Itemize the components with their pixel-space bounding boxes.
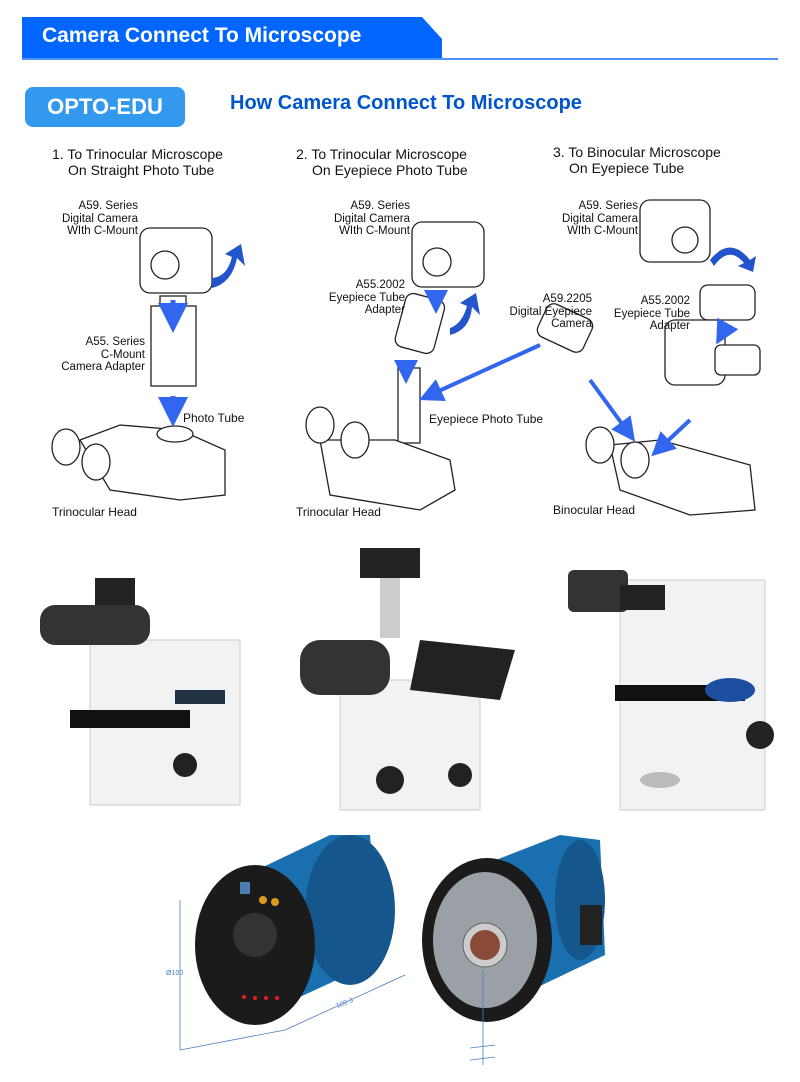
title-line: 1. To Trinocular Microscope (52, 146, 223, 162)
page-title: How Camera Connect To Microscope (230, 92, 582, 114)
arrows (158, 290, 739, 457)
title-line: 2. To Trinocular Microscope (296, 146, 467, 162)
title-line: On Straight Photo Tube (68, 162, 215, 178)
label-line: A55. Series (85, 336, 145, 348)
label-line: Digital Camera (333, 212, 410, 225)
label-line: Adapter (649, 320, 690, 332)
section-header-tab: Camera Connect To Microscope (22, 17, 442, 58)
label-line: Digital Camera (561, 212, 638, 225)
trinocular-head-drawing (51, 424, 226, 501)
label-line: Digital Eyepiece (509, 305, 592, 318)
label-line: WIth C-Mount (339, 225, 410, 237)
photo-tube-label: Photo Tube (183, 411, 245, 425)
label-line: A59. Series (350, 200, 410, 212)
label-line: A59. Series (78, 200, 138, 212)
label-line: Camera Adapter (61, 361, 145, 373)
camera-front-view (422, 835, 605, 1065)
camera-with-adapter-drawing (664, 319, 761, 386)
col3-head-label: Binocular Head (553, 503, 636, 517)
diameter-dimension: Ø100 (166, 970, 184, 977)
label-line: A55.2002 (640, 295, 690, 307)
camera-drawing (139, 227, 213, 294)
microscope-photo-2 (300, 548, 515, 811)
section-title: Camera Connect To Microscope (42, 24, 362, 47)
title-line: On Eyepiece Photo Tube (312, 162, 468, 178)
col1-head-label: Trinocular Head (52, 505, 137, 519)
label-line: Eyepiece Tube (613, 307, 690, 320)
label-line: Eyepiece Tube (328, 291, 405, 304)
camera-drawing (639, 199, 711, 263)
camera-drawing (411, 221, 485, 288)
label-line: WIth C-Mount (67, 225, 138, 237)
camera-back-view (179, 835, 406, 1051)
label-line: Digital Camera (61, 212, 138, 225)
header-divider (22, 58, 778, 60)
label-line: C-Mount (100, 348, 145, 361)
rotate-arrow-icons (212, 244, 756, 335)
title-line: 3. To Binocular Microscope (553, 144, 721, 160)
label-line: Adapter (364, 304, 405, 316)
label-line: Camera (551, 318, 592, 330)
col2-head-label: Trinocular Head (296, 505, 381, 519)
trinocular-head-drawing (305, 367, 456, 511)
eyepiece-adapter-drawing (699, 284, 756, 321)
brand-logo: OPTO-EDU (25, 87, 185, 127)
microscope-photo-1 (40, 578, 241, 806)
eyepiece-photo-tube-label: Eyepiece Photo Tube (429, 412, 544, 426)
label-line: A55.2002 (355, 279, 405, 291)
label-line: WIth C-Mount (567, 225, 638, 237)
title-line: On Eyepiece Tube (569, 160, 685, 176)
label-line: A59.2205 (542, 293, 592, 305)
label-line: A59. Series (578, 200, 638, 212)
digital-eyepiece-camera-drawing (536, 303, 594, 353)
microscope-photo-3 (568, 570, 774, 811)
